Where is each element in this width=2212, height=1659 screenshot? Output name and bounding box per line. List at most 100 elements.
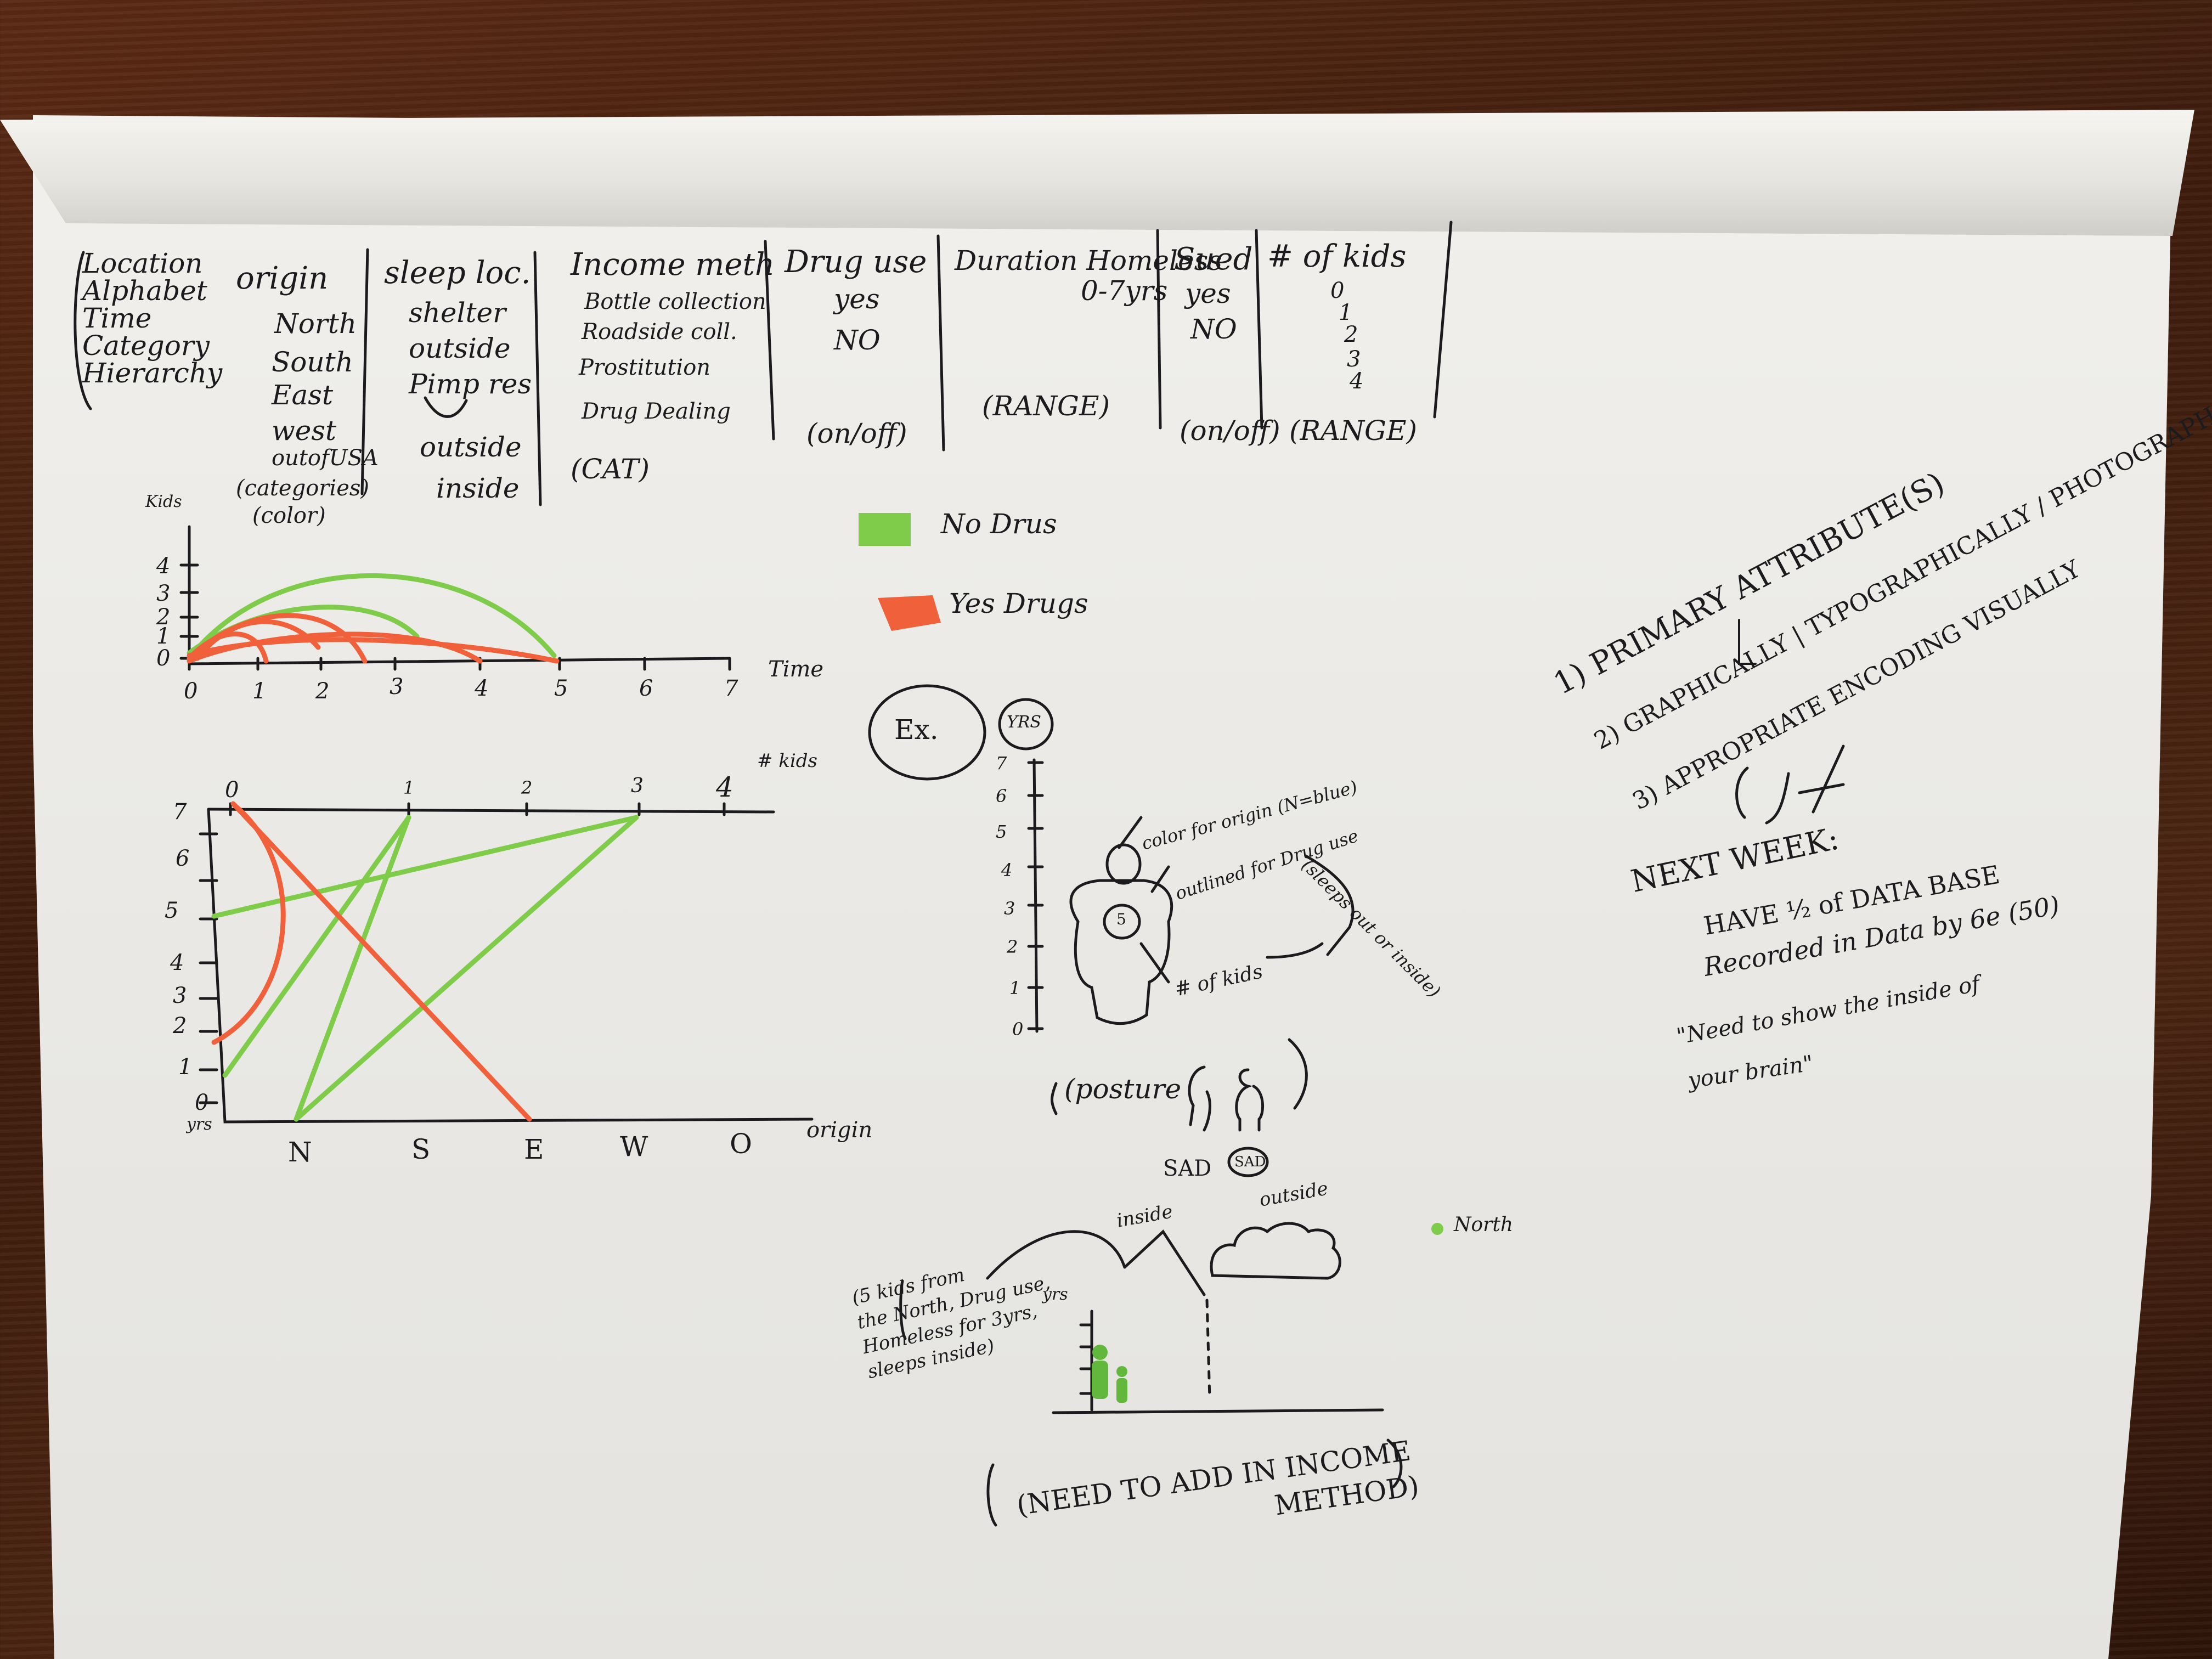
latch-category: Category bbox=[82, 330, 210, 362]
duration-range: 0-7yrs bbox=[1081, 275, 1168, 307]
sleep-inside-2: inside bbox=[436, 472, 520, 504]
chart1-xtick-0: 0 bbox=[184, 679, 198, 704]
latch-alphabet: Alphabet bbox=[82, 275, 207, 307]
chart2-top-tick-0: 0 bbox=[225, 777, 239, 803]
paper-roll-fold bbox=[0, 110, 2194, 236]
chart1-xtick-4: 4 bbox=[475, 676, 489, 701]
sued-no: NO bbox=[1190, 313, 1237, 345]
drug-onoff-note: (on/off) bbox=[806, 417, 907, 449]
north-label: North bbox=[1454, 1214, 1514, 1236]
ex-label: Ex. bbox=[894, 714, 939, 746]
house-divider bbox=[1205, 1299, 1211, 1401]
col-divider-2 bbox=[533, 251, 542, 506]
need-paren-l bbox=[986, 1463, 997, 1527]
scene-green-figures bbox=[1092, 1345, 1127, 1403]
sued-onoff-note: (on/off) bbox=[1180, 415, 1280, 447]
chart1-xtick-5: 5 bbox=[554, 676, 568, 701]
chart2-yunit: yrs bbox=[187, 1115, 212, 1134]
income-prostitution: Prostitution bbox=[579, 355, 711, 380]
sleep-outside: outside bbox=[409, 332, 511, 364]
figure-pointers bbox=[1118, 816, 1170, 984]
posture-label: (posture bbox=[1064, 1073, 1182, 1105]
sleep-outside-2: outside bbox=[420, 431, 522, 463]
chart2-yticks bbox=[199, 832, 218, 1104]
yrs-small-label: yrs bbox=[1042, 1285, 1068, 1304]
scale-5: 5 bbox=[996, 821, 1007, 842]
posture-sad-figure bbox=[1188, 1065, 1211, 1132]
scale-2: 2 bbox=[1007, 936, 1018, 957]
chart1-ytick-2: 2 bbox=[156, 605, 171, 630]
chart2-xtick-w: W bbox=[620, 1131, 648, 1163]
sleep-arrow bbox=[424, 396, 468, 418]
chart2-xtick-s: S bbox=[411, 1133, 431, 1165]
kids-0: 0 bbox=[1330, 278, 1345, 303]
kids-count: 5 bbox=[1116, 910, 1126, 928]
chart1-green-arc-1 bbox=[187, 573, 557, 661]
house-scale-ticks bbox=[1079, 1323, 1093, 1395]
chart2-ytick-2: 2 bbox=[173, 1013, 187, 1039]
origin-north: North bbox=[274, 308, 357, 340]
col-kids-title: # of kids bbox=[1267, 239, 1407, 274]
chart2-ytick-5: 5 bbox=[165, 898, 179, 923]
col-origin-title: origin bbox=[236, 261, 329, 296]
income-roadside: Roadside coll. bbox=[582, 319, 737, 345]
legend-green-swatch bbox=[859, 513, 911, 546]
chart1-red-arc-5 bbox=[195, 619, 321, 661]
kids-4: 4 bbox=[1350, 369, 1364, 394]
chart2-ytick-3: 3 bbox=[173, 983, 187, 1008]
posture-paren-l bbox=[1051, 1082, 1058, 1115]
chart1-red-arc-4 bbox=[187, 637, 560, 664]
col-divider-5 bbox=[1156, 229, 1162, 430]
chart2-green-3 bbox=[294, 815, 411, 1122]
latch-time: Time bbox=[82, 302, 152, 334]
legend-red-swatch bbox=[878, 595, 941, 631]
latch-location: Location bbox=[82, 247, 203, 279]
chart2-left-bottom-axes bbox=[207, 808, 814, 1124]
chart1-series bbox=[187, 573, 560, 664]
scale-3: 3 bbox=[1004, 898, 1015, 919]
chart1-xlabel: Time bbox=[768, 657, 824, 682]
col-income-title: Income meth bbox=[571, 247, 775, 283]
paper-sheet bbox=[33, 115, 2172, 1659]
sad-label-1: SAD bbox=[1163, 1156, 1212, 1181]
star-sign bbox=[1765, 744, 1845, 825]
origin-west: west bbox=[272, 415, 337, 447]
chart2-top-tick-4: 4 bbox=[716, 771, 733, 803]
origin-south: South bbox=[272, 346, 353, 378]
sleep-shelter: shelter bbox=[409, 297, 506, 329]
scale-4: 4 bbox=[1001, 860, 1013, 881]
chart1-ylabel: Kids bbox=[145, 492, 182, 511]
income-cat-note: (CAT) bbox=[571, 453, 650, 485]
yrs-circle bbox=[998, 698, 1054, 751]
legend-yes-drugs-label: Yes Drugs bbox=[949, 588, 1088, 619]
col-divider-4 bbox=[936, 234, 945, 452]
duration-range-note: (RANGE) bbox=[982, 390, 1110, 422]
col-divider-6 bbox=[1255, 229, 1263, 430]
chart1-xtick-7: 7 bbox=[724, 676, 738, 701]
col-sued-title: Sued bbox=[1174, 241, 1253, 277]
chart2-xtick-o: O bbox=[730, 1128, 752, 1160]
sleep-note-arrow bbox=[1266, 854, 1355, 959]
chart2-ytick-0: 0 bbox=[195, 1090, 209, 1115]
sad-label-2: SAD bbox=[1234, 1154, 1266, 1170]
chart1-ytick-4: 4 bbox=[156, 554, 171, 579]
col-divider-7 bbox=[1433, 221, 1453, 419]
chart2-top-tick-3: 3 bbox=[631, 775, 644, 797]
example-scale-ticks bbox=[1027, 761, 1044, 1030]
origin-outofusa: outofUSA bbox=[272, 445, 379, 471]
col-drug-title: Drug use bbox=[785, 244, 927, 280]
income-bottle: Bottle collection bbox=[584, 289, 766, 314]
scale-7: 7 bbox=[996, 753, 1007, 774]
kids-3: 3 bbox=[1347, 347, 1361, 372]
figure-head bbox=[1105, 843, 1142, 885]
origin-east: East bbox=[272, 379, 334, 411]
posture-paren-r bbox=[1288, 1038, 1308, 1110]
col-duration-title: Duration Homeless bbox=[955, 245, 1222, 276]
chart1-ytick-0: 0 bbox=[156, 646, 171, 671]
chart2-red-1 bbox=[230, 801, 532, 1122]
chart1-xticks bbox=[188, 657, 731, 671]
house-roof bbox=[986, 1229, 1206, 1296]
item3-paren bbox=[1735, 766, 1749, 819]
income-drug-dealing: Drug Dealing bbox=[582, 399, 731, 424]
chart2-green-2 bbox=[222, 815, 411, 1078]
